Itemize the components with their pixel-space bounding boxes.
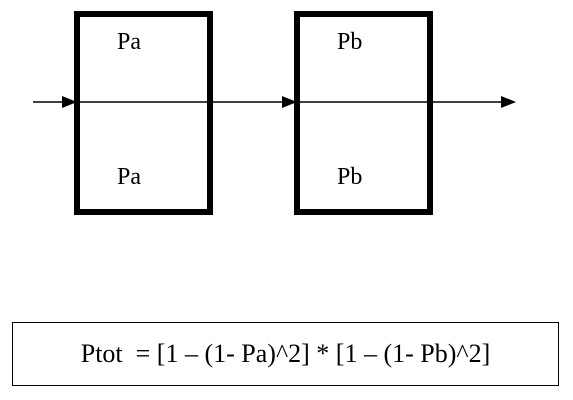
block-b: [294, 11, 433, 215]
formula-box: Ptot = [1 – (1- Pa)^2] * [1 – (1- Pb)^2]: [12, 322, 559, 386]
block-a: [74, 11, 213, 215]
block-a-top-label: Pa: [117, 29, 141, 55]
output-arrowhead: [501, 96, 516, 108]
block-b-bottom-label: Pb: [337, 164, 363, 190]
formula-text: Ptot = [1 – (1- Pa)^2] * [1 – (1- Pb)^2]: [80, 339, 491, 368]
input-arrowhead: [62, 96, 77, 108]
block-b-top-label: Pb: [337, 29, 363, 55]
block-a-bottom-label: Pa: [117, 164, 141, 190]
connecting-arrowhead: [282, 96, 297, 108]
